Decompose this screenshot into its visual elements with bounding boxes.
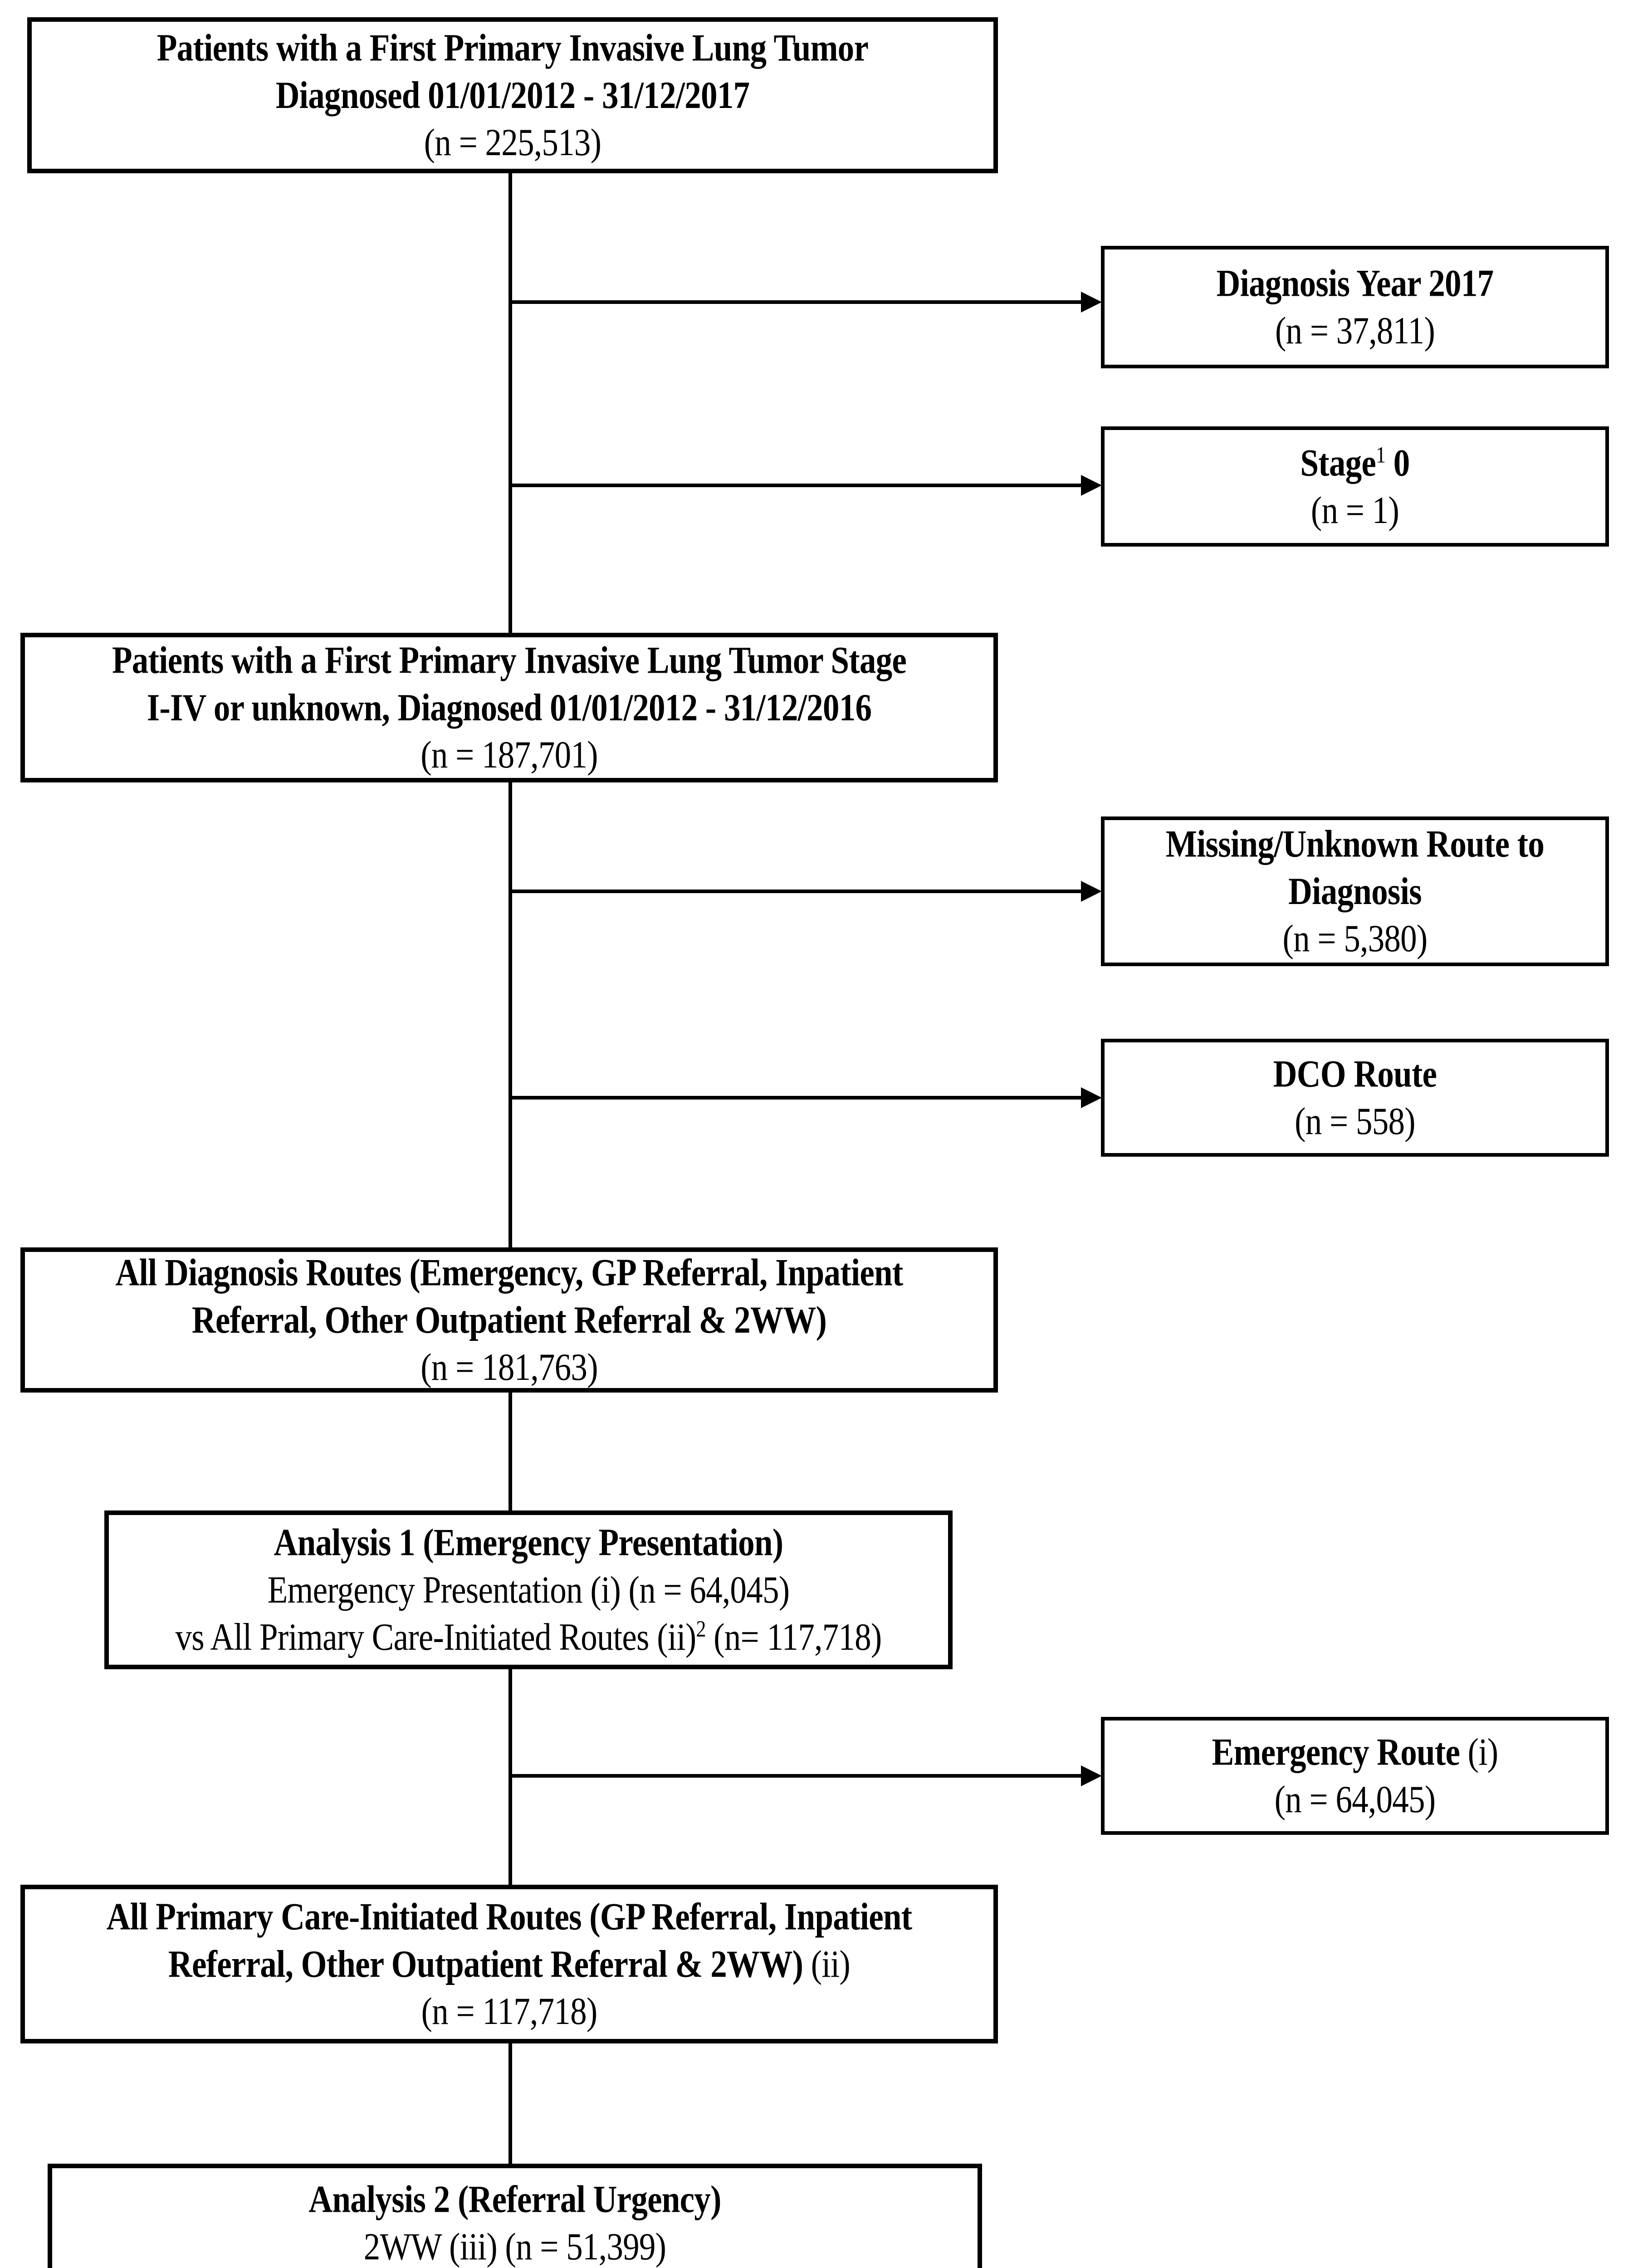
node-analysis-1-text: Analysis 1 (Emergency Presentation)Emerg…: [175, 1521, 882, 1658]
arrowhead-icon: [1081, 1087, 1102, 1108]
node-excluded-stage-0: Stage1 0(n = 1): [1101, 426, 1609, 547]
node-initial-cohort: Patients with a First Primary Invasive L…: [27, 17, 998, 173]
node-analysis-1: Analysis 1 (Emergency Presentation)Emerg…: [104, 1510, 953, 1669]
connector-vertical-3: [509, 1393, 512, 1510]
connector-arrow-shaft-3: [509, 890, 1081, 893]
connector-vertical-5: [509, 2043, 512, 2164]
node-excluded-diagnosis-year-2017-text: Diagnosis Year 2017(n = 37,811): [1216, 262, 1494, 352]
node-excluded-dco-route: DCO Route(n = 558): [1101, 1039, 1609, 1157]
node-primary-care-routes: All Primary Care-Initiated Routes (GP Re…: [20, 1885, 998, 2043]
node-stage-cohort: Patients with a First Primary Invasive L…: [20, 633, 998, 782]
node-all-diagnosis-routes: All Diagnosis Routes (Emergency, GP Refe…: [20, 1247, 998, 1393]
node-excluded-emergency-route: Emergency Route (i)(n = 64,045): [1101, 1717, 1609, 1835]
node-all-diagnosis-routes-text: All Diagnosis Routes (Emergency, GP Refe…: [115, 1251, 903, 1388]
connector-vertical-1: [509, 173, 512, 633]
node-analysis-2-text: Analysis 2 (Referral Urgency)2WW (iii) (…: [308, 2177, 721, 2268]
node-primary-care-routes-text: All Primary Care-Initiated Routes (GP Re…: [106, 1895, 912, 2033]
node-analysis-2: Analysis 2 (Referral Urgency)2WW (iii) (…: [48, 2164, 982, 2268]
connector-arrow-shaft-4: [509, 1096, 1081, 1100]
arrowhead-icon: [1081, 881, 1102, 902]
arrowhead-icon: [1081, 292, 1102, 313]
connector-arrow-shaft-1: [509, 300, 1081, 304]
node-excluded-dco-route-text: DCO Route(n = 558): [1273, 1052, 1437, 1143]
arrowhead-icon: [1081, 1765, 1102, 1786]
connector-arrow-shaft-5: [509, 1774, 1081, 1778]
node-stage-cohort-text: Patients with a First Primary Invasive L…: [112, 639, 907, 776]
node-excluded-diagnosis-year-2017: Diagnosis Year 2017(n = 37,811): [1101, 246, 1609, 368]
node-excluded-emergency-route-text: Emergency Route (i)(n = 64,045): [1212, 1730, 1498, 1821]
arrowhead-icon: [1081, 475, 1102, 496]
node-excluded-stage-0-text: Stage1 0(n = 1): [1300, 441, 1410, 532]
node-initial-cohort-text: Patients with a First Primary Invasive L…: [156, 26, 869, 164]
connector-vertical-2: [509, 782, 512, 1247]
connector-arrow-shaft-2: [509, 484, 1081, 487]
